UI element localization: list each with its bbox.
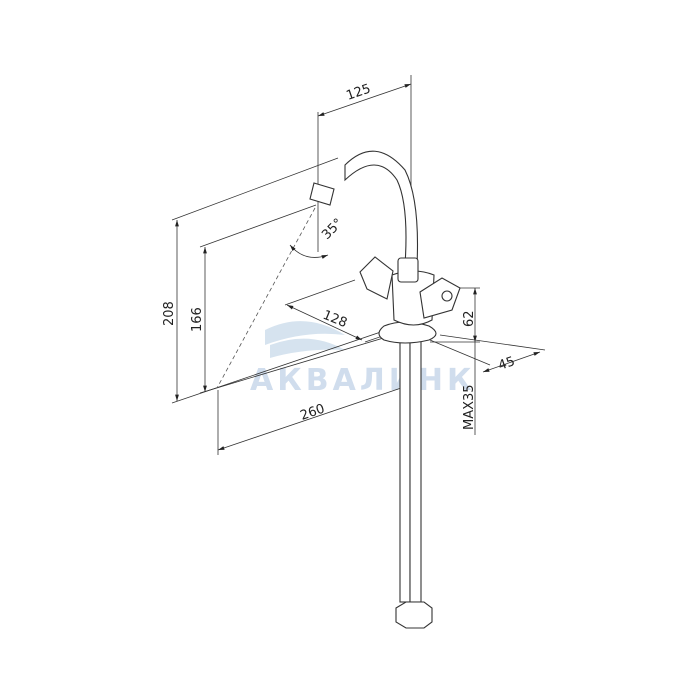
dim-45: 45 <box>496 354 517 374</box>
dim-208: 208 <box>162 301 177 326</box>
handle-indicator <box>441 290 453 302</box>
spout <box>344 150 419 266</box>
dim-260: 260 <box>298 402 326 424</box>
mounting-bracket <box>378 321 437 344</box>
spout-nut <box>397 257 419 283</box>
dim-62: 62 <box>462 310 477 327</box>
spray-angle-line <box>216 207 316 389</box>
dim-125: 125 <box>344 82 372 104</box>
handle-left <box>359 256 394 300</box>
dim-166: 166 <box>190 307 205 332</box>
supply-hose-left <box>399 339 411 603</box>
watermark: АКВАЛИНК <box>250 321 471 398</box>
dimension-lines <box>175 83 541 451</box>
dim-35-deg: 35° <box>319 216 346 243</box>
supply-hose-right <box>409 339 422 603</box>
aerator <box>309 182 335 206</box>
hose-fitting <box>395 601 433 629</box>
faucet <box>309 150 461 629</box>
handle-right <box>419 277 461 319</box>
extension-lines <box>171 75 546 455</box>
dim-max35: MAX35 <box>462 384 477 430</box>
